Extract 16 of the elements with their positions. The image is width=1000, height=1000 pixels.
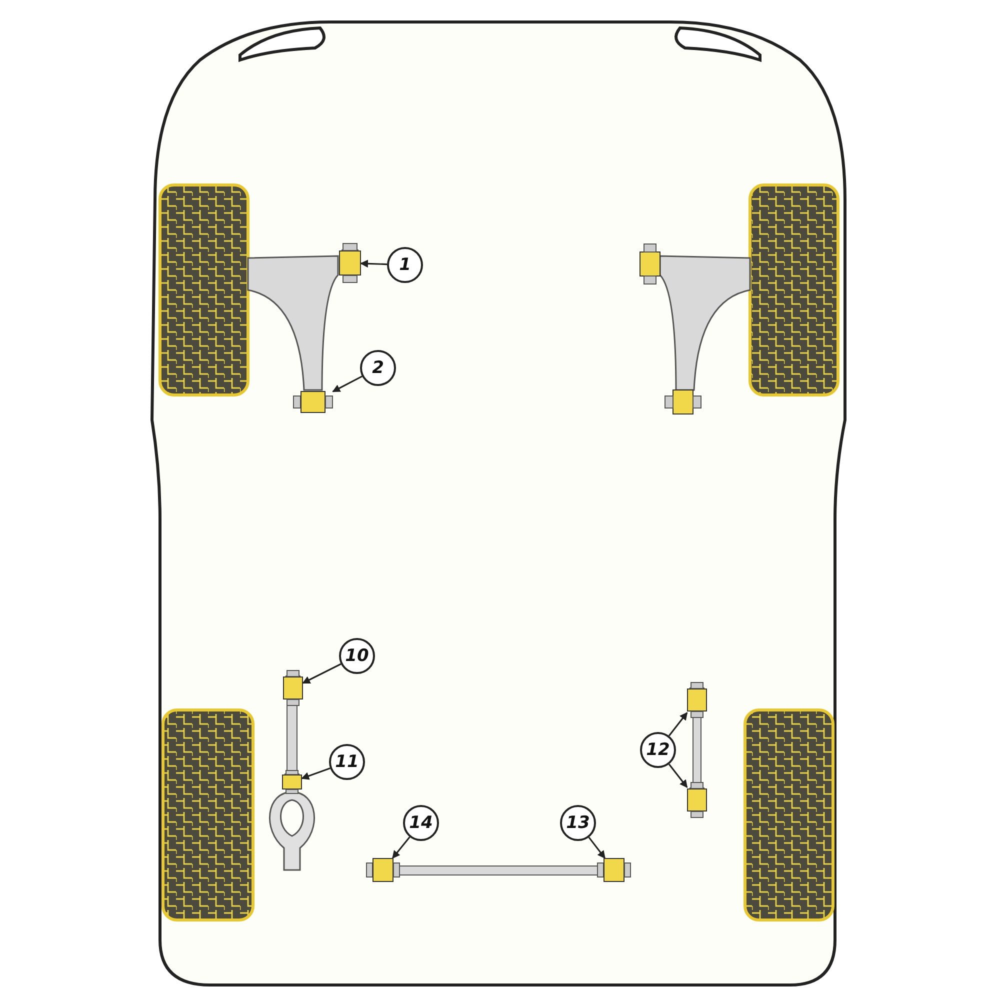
- leader-line: [392, 836, 410, 859]
- leader-line: [332, 376, 362, 392]
- leader-line: [301, 767, 330, 780]
- bushing-drawing: [366, 858, 400, 882]
- bushing-drawing: [687, 682, 707, 718]
- leader-line: [668, 764, 688, 788]
- leader-line: [588, 836, 606, 859]
- bushing-drawing: [597, 858, 631, 882]
- leader-line: [302, 663, 342, 684]
- bushing-drawing: [687, 782, 707, 818]
- leader-line: [360, 260, 388, 268]
- leader-line: [668, 712, 688, 736]
- bushing-drawing: [293, 391, 333, 413]
- bushing-drawing: [339, 243, 361, 283]
- bushing-drawing: [283, 670, 303, 706]
- bushing-drawing: [282, 770, 302, 794]
